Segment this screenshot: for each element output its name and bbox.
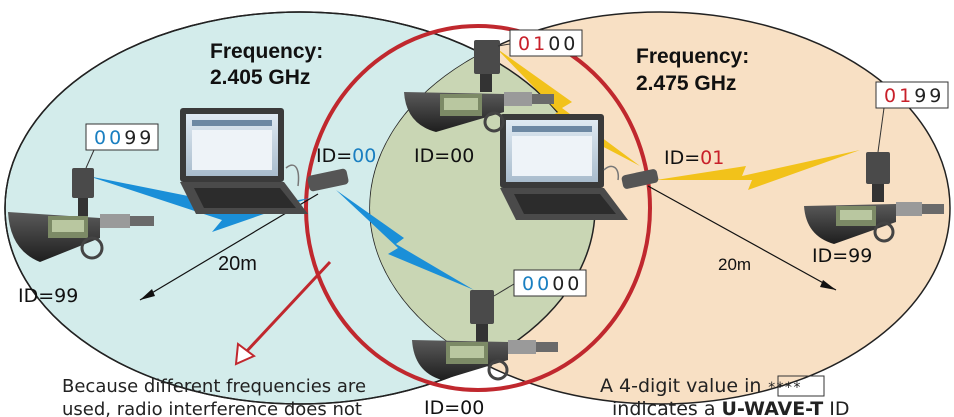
svg-text:0000: 0000 <box>522 273 582 295</box>
right-caption-line-1: A 4-digit value in **** <box>600 375 801 397</box>
left-device-id: ID=99 <box>18 285 78 307</box>
right-receiver-id: ID=01 <box>664 147 724 169</box>
left-frequency-value: 2.405 GHz <box>210 66 310 89</box>
top-device-id: ID=00 <box>414 145 474 167</box>
interference-arrow <box>234 260 332 366</box>
right-device-id: ID=99 <box>812 245 872 267</box>
right-range-label: 20m <box>718 255 751 274</box>
left-micrometer <box>8 168 154 262</box>
right-micrometer <box>804 152 944 244</box>
left-frequency-label: Frequency: <box>210 40 323 63</box>
right-range-arrow <box>647 185 837 291</box>
overlap-area <box>370 12 595 404</box>
top-signal-bolt <box>496 48 640 166</box>
svg-text:0199: 0199 <box>884 85 944 107</box>
right-frequency-label: Frequency: <box>636 45 749 68</box>
center-signal-bolt <box>336 190 474 290</box>
right-frequency-value: 2.475 GHz <box>636 72 736 95</box>
left-receiver <box>285 164 349 192</box>
placeholder-box: **** <box>767 380 801 396</box>
left-receiver-id: ID=00 <box>316 145 376 167</box>
left-device-tag: 0099 <box>85 123 159 169</box>
placeholder-box-border <box>777 375 825 397</box>
center-laptop <box>500 114 628 220</box>
bottom-device-tag: 0000 <box>493 269 587 297</box>
bottom-device-id: ID=00 <box>424 397 484 417</box>
top-device-tag: 0100 <box>497 29 583 57</box>
left-laptop <box>180 108 308 214</box>
svg-text:0100: 0100 <box>518 33 578 55</box>
right-device-tag: 0199 <box>875 81 949 153</box>
left-range-label: 20m <box>218 253 257 275</box>
right-receiver <box>603 165 659 189</box>
right-signal-bolt <box>656 150 860 190</box>
bottom-micrometer <box>412 290 558 381</box>
center-range-circle <box>304 24 652 392</box>
svg-text:0099: 0099 <box>94 127 154 149</box>
left-caption-line-1: Because different frequencies are <box>62 376 366 397</box>
left-caption-line-2: used, radio interference does not <box>62 399 362 417</box>
right-caption-line-2: indicates a U-WAVE-T ID <box>612 398 850 417</box>
top-micrometer <box>404 40 554 133</box>
